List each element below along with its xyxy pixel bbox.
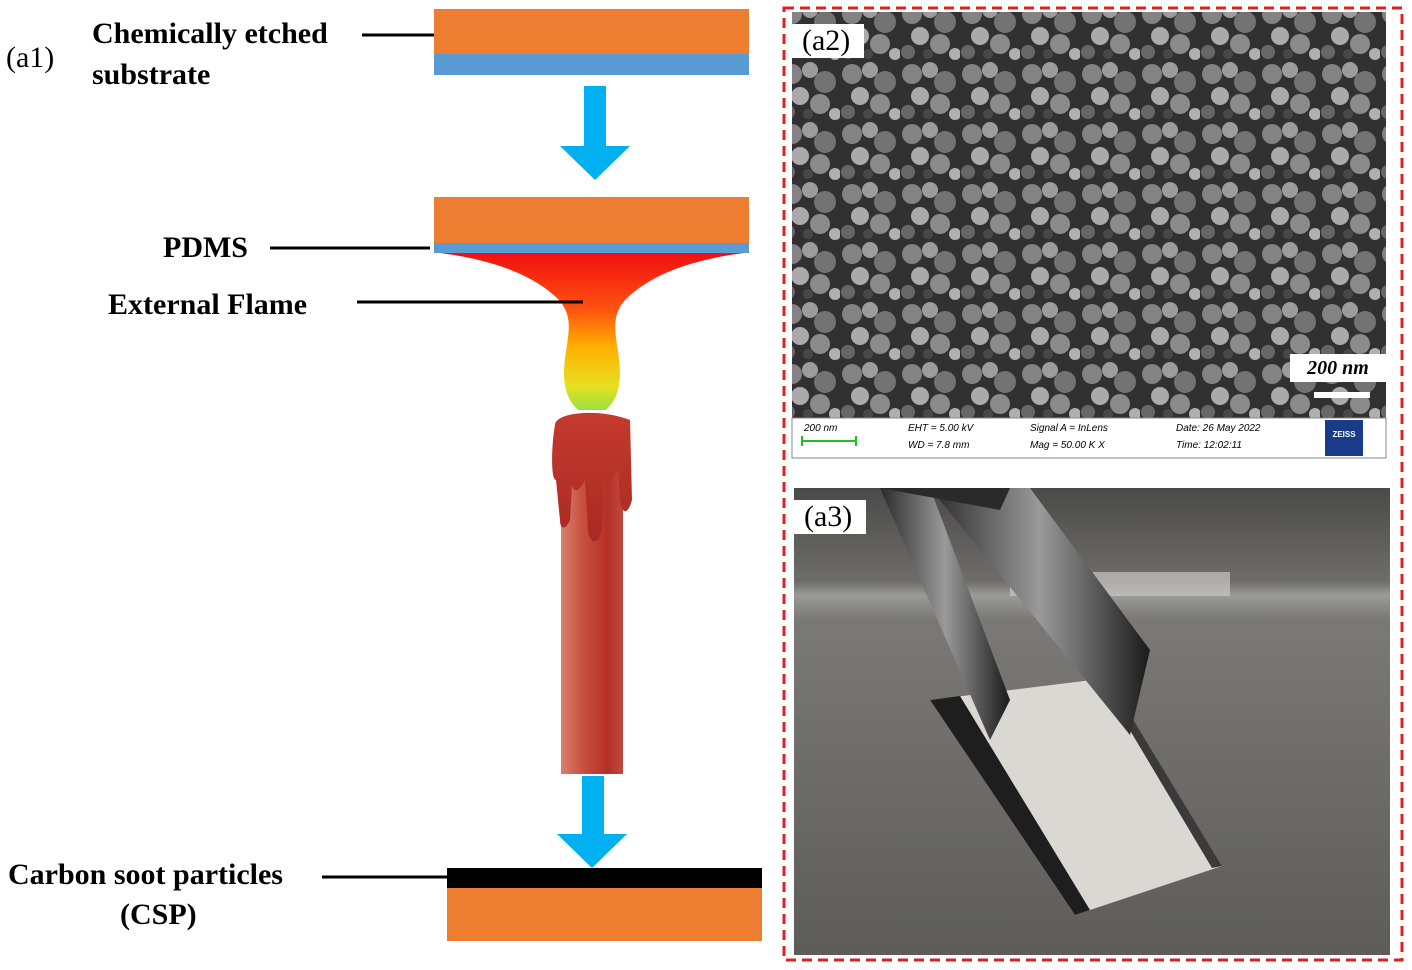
etched-substrate	[434, 9, 749, 54]
sample-photo	[794, 488, 1390, 955]
label-csp-line2: (CSP)	[120, 898, 197, 931]
sem-info-signal: Signal A = InLens	[1030, 423, 1108, 434]
csp-substrate	[447, 888, 762, 941]
sem-info-date: Date: 26 May 2022	[1176, 423, 1261, 434]
sem-scale-bar-label: 200 nm	[1307, 357, 1369, 379]
etched-substrate-base	[434, 54, 749, 75]
label-pdms: PDMS	[163, 231, 248, 264]
down-arrow-icon	[560, 86, 630, 180]
carbon-soot-layer	[447, 868, 762, 888]
panel-tag-a1: (a1)	[6, 41, 55, 74]
pdms-substrate	[434, 197, 749, 243]
sem-info-eht: EHT = 5.00 kV	[908, 423, 974, 434]
sem-info-time: Time: 12:02:11	[1176, 440, 1242, 451]
label-substrate-line2: substrate	[92, 58, 211, 91]
panel-tag-a3: (a3)	[794, 500, 867, 534]
label-substrate-line1: Chemically etched	[92, 17, 328, 50]
zeiss-logo: ZEISS	[1332, 430, 1356, 439]
sem-info-mag: Mag = 50.00 K X	[1030, 440, 1105, 451]
sem-info-wd: WD = 7.8 mm	[908, 440, 970, 451]
label-external-flame: External Flame	[108, 288, 308, 321]
down-arrow-icon	[557, 776, 627, 868]
panel-tag-a2: (a2)	[792, 24, 865, 58]
candle-icon	[552, 412, 632, 774]
sem-image	[791, 12, 1387, 459]
pdms-layer	[434, 243, 749, 253]
inset-frame	[782, 6, 1404, 962]
flame-icon	[440, 253, 744, 410]
label-csp-line1: Carbon soot particles	[8, 858, 283, 891]
sem-info-scale: 200 nm	[804, 423, 838, 434]
